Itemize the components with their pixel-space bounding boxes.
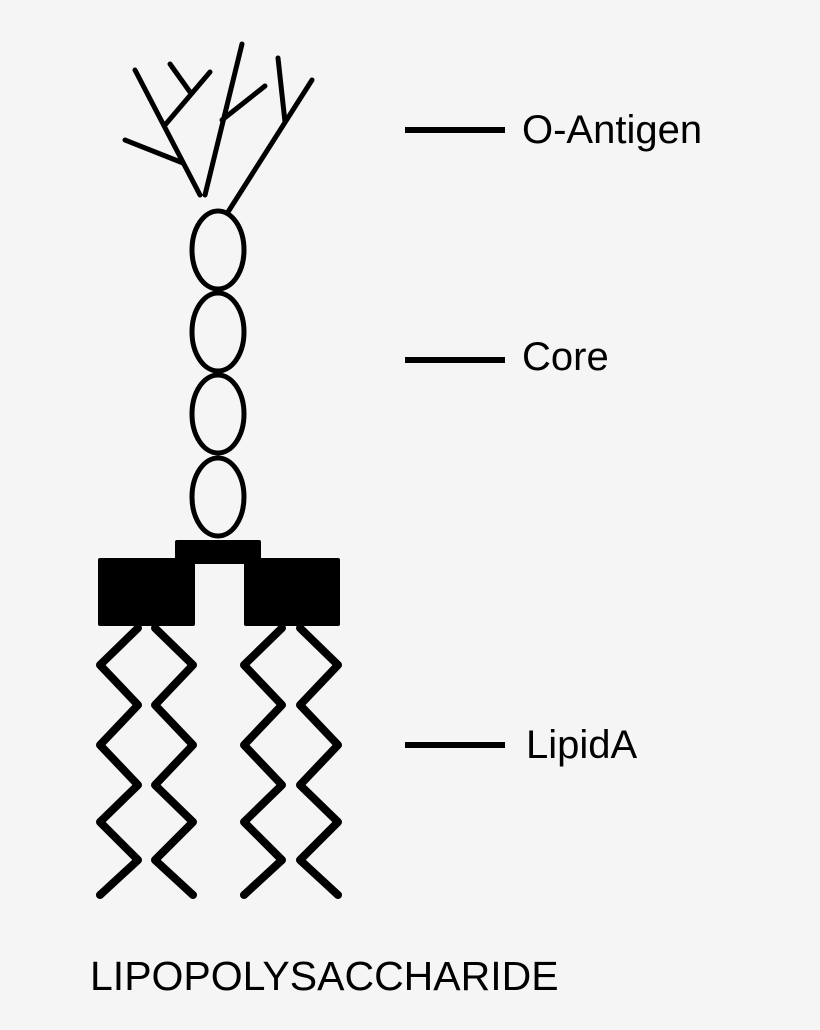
lipid-a-head [98, 540, 340, 626]
core-sugars [189, 208, 247, 539]
o-antigen-right-stem [225, 77, 315, 215]
fatty-acid-chain-3 [240, 624, 286, 899]
o-antigen-left-stem [132, 67, 203, 198]
o-antigen-label: O-Antigen [522, 108, 702, 152]
core-sugar-3 [189, 372, 247, 456]
core-sugar-1 [189, 208, 247, 292]
o-antigen-branches [122, 41, 315, 215]
lipid-a-label: LipidA [526, 723, 638, 767]
core-label: Core [522, 335, 609, 379]
lipid-a-block-left [98, 558, 195, 626]
o-antigen-left-twig-small [167, 61, 193, 95]
o-antigen-left-twig [162, 69, 213, 128]
core-sugar-2 [189, 290, 247, 374]
lipid-a-block-right [244, 558, 340, 626]
o-antigen-left-branch [122, 137, 186, 166]
leader-lines [405, 127, 505, 748]
o-antigen-right-twig [275, 55, 288, 125]
core-sugar-4 [189, 455, 247, 539]
lipid-a-chains [96, 624, 342, 899]
o-antigen-center-twig [219, 83, 268, 123]
fatty-acid-chain-2 [151, 624, 197, 899]
lipid-a-bridge [175, 540, 261, 564]
diagram-caption: LIPOPOLYSACCHARIDE [90, 953, 559, 999]
fatty-acid-chain-1 [96, 624, 142, 899]
fatty-acid-chain-4 [296, 624, 342, 899]
